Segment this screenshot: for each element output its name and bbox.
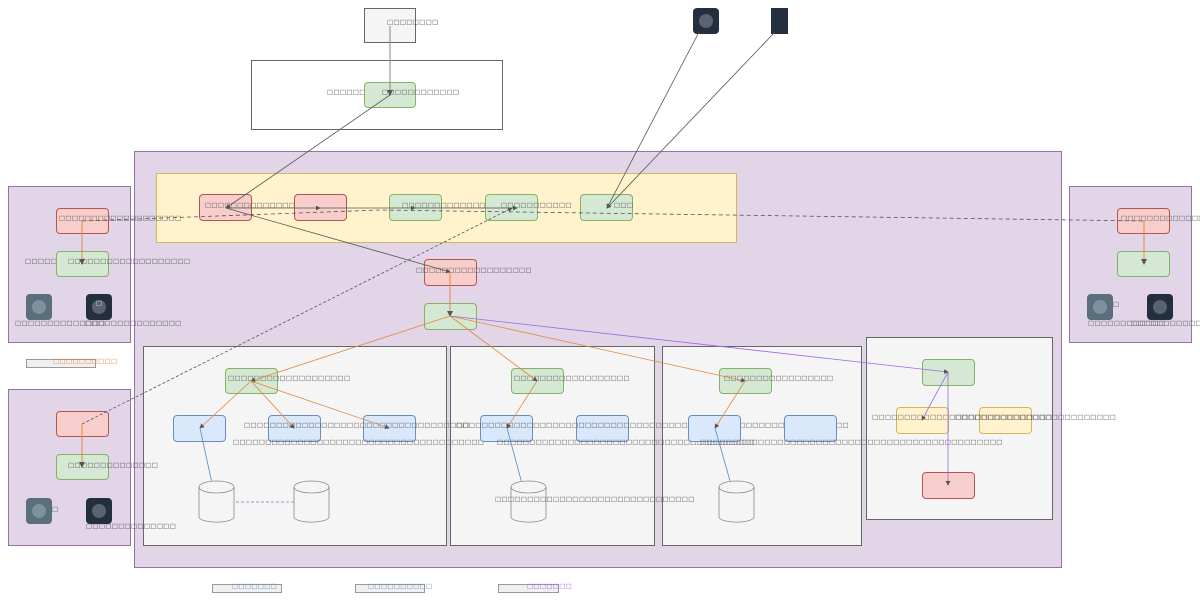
legend-box-3 — [498, 584, 559, 593]
right-icon-2-circle — [1153, 300, 1167, 314]
sub4-queue-2[interactable] — [979, 407, 1032, 434]
left-bottom-red-node[interactable] — [56, 411, 109, 437]
sub2-db-label: □□□□□□□□□□□□□□□□□□□□□□□□□□□□□□□ — [495, 495, 695, 503]
sub1-service-label: □□□□□□□□□□□□□□□□□□□ — [228, 374, 351, 382]
user-icon-circle — [699, 14, 713, 28]
right-icon-1-badge: □ — [1113, 300, 1120, 308]
router-node-label: □□□□□□□□□□□□□□□□□□ — [416, 266, 532, 274]
pipeline-node-5-label: □□□ — [614, 201, 634, 209]
sub1-text-1: □□□□□□□□□□□□□□□□□□□□□□□□□□□□□□□□□□□ — [244, 421, 470, 429]
sub2-worker-2[interactable] — [576, 415, 629, 442]
top-gray-box-label: □□□□□□□□ — [387, 18, 439, 26]
right-icon-2-label: □□□□□□□□□□□□□□ — [1131, 319, 1200, 327]
left-bottom-icon-1[interactable] — [26, 498, 52, 524]
legend-box-1 — [212, 584, 282, 593]
legend-label-3: □□□□□□□ — [527, 582, 573, 590]
top-group-node-label: □□□□□□□□□□□□ — [382, 88, 460, 96]
sub3-text: □□□□□□□□□□□□□□□□□□□□□□□□□□□□□□□□□□□□□□□□… — [700, 438, 1003, 446]
left-legend-label: □□□□□□□□□□ — [53, 357, 118, 365]
sub2-service-label: □□□□□□□□□□□□□□□□□□ — [514, 374, 630, 382]
left-bottom-green-label: □□□□□□□□□□□□□□ — [68, 461, 159, 469]
sub4-text-2: □□□□□□□□□□□□□□□□□□□□□□□□□ — [955, 413, 1117, 421]
sub4-sink[interactable] — [922, 472, 975, 499]
sub3-worker-2[interactable] — [784, 415, 837, 442]
left-bottom-icon-1-circle — [32, 504, 46, 518]
legend-label-2: □□□□□□□□□□ — [368, 582, 433, 590]
sub4-text-1: □□□□□□□□□□□□□□□□□□□□□□□□□□□□ — [872, 413, 1053, 421]
pipeline-node-3-label: □□□□□□□□□□□□□□□□□□□ — [402, 201, 525, 209]
left-top-icon-1-label: □□□□□□□□□□□□□□ — [15, 319, 106, 327]
right-icon-2[interactable] — [1147, 294, 1173, 320]
left-top-icon-1[interactable] — [26, 294, 52, 320]
left-top-side-label: □□□□□□□ — [25, 257, 71, 265]
sub4-service[interactable] — [922, 359, 975, 386]
device-icon[interactable] — [771, 8, 788, 34]
right-icon-1-label: □□□□□□□□□□□□ — [1088, 319, 1166, 327]
left-top-green-label: □□□□□□□□□□□□□□□□□□□ — [68, 257, 191, 265]
legend-box-2 — [355, 584, 425, 593]
user-icon[interactable] — [693, 8, 719, 34]
top-group-side-label: □□□□□□□□□ — [327, 88, 385, 96]
left-bottom-icon-2[interactable] — [86, 498, 112, 524]
right-green-node[interactable] — [1117, 251, 1170, 277]
left-bottom-icon-1-badge: □ — [52, 505, 59, 513]
sub1-text-2: □□□□□□□□□□□□□□□□□□□□□□□□□□□□□□□□□□□□□□□ — [233, 438, 485, 446]
sub1-worker-1[interactable] — [173, 415, 226, 442]
sub3-service-label: □□□□□□□□□□□□□□□□□ — [724, 374, 834, 382]
right-icon-1[interactable] — [1087, 294, 1113, 320]
legend-label-1: □□□□□□□ — [232, 582, 278, 590]
left-top-icon-2-label: □□□□□□□□□□□□□□□ — [85, 319, 182, 327]
left-bottom-icon-2-circle — [92, 504, 106, 518]
pipeline-node-4-label: □□□□□□□□□□□ — [501, 201, 572, 209]
left-top-icon-2-badge: □ — [96, 299, 103, 307]
left-top-icon-1-circle — [32, 300, 46, 314]
pipeline-node-2[interactable] — [294, 194, 347, 221]
left-bottom-icon-2-label: □□□□□□□□□□□□□□ — [86, 522, 177, 530]
right-red-label: □□□□□□□□□□□□□□□□□□□ — [1121, 214, 1200, 222]
left-top-icon-2[interactable]: □ — [86, 294, 112, 320]
dispatcher-node[interactable] — [424, 303, 477, 330]
sub2-text-2: □□□□□□□□□□□□□□□□□□□□□□□□□□□□□□□□□□□□□□□□ — [497, 438, 755, 446]
right-icon-1-circle — [1093, 300, 1107, 314]
sub2-text-1: □□□□□□□□□□□□□□□□□□□□□□□□□□□□□□□□□□□□□□□□… — [456, 421, 849, 429]
left-top-red-label: □□□□□□□□□□□□□□□□□□□ — [59, 214, 182, 222]
